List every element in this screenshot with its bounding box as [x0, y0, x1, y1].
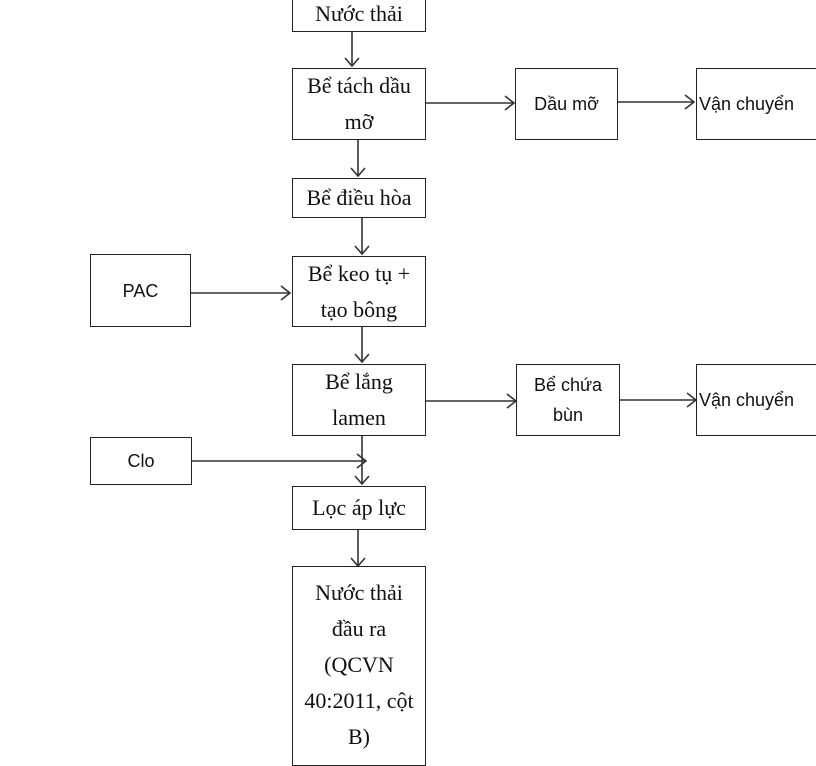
node-clo-label: Clo — [127, 451, 155, 471]
node-pac: PAC — [90, 254, 191, 327]
node-van-chuyen-1: Vận chuyển — [696, 68, 816, 140]
arrow-loc-to-nuoc-thai-dau-ra — [350, 530, 366, 568]
node-dau-mo-label: Dầu mỡ — [534, 94, 599, 114]
arrow-pac-to-be-keo-tu — [190, 285, 292, 301]
node-be-keo-tu-tao-bong: Bể keo tụ + tạo bông — [292, 256, 426, 327]
arrow-dau-mo-to-van-chuyen-1 — [618, 94, 696, 110]
arrow-be-tach-to-be-dieu-hoa — [350, 140, 366, 178]
node-be-chua-bun-label: Bể chứa bùn — [533, 375, 603, 425]
node-be-lang-lamen: Bể lắng lamen — [292, 364, 426, 436]
node-be-chua-bun: Bể chứa bùn — [516, 364, 620, 436]
arrow-be-chua-bun-to-van-chuyen-2 — [620, 392, 698, 408]
node-be-tach-dau-mo-label: Bể tách dầu mỡ — [307, 73, 411, 134]
node-pac-label: PAC — [122, 280, 159, 301]
node-nuoc-thai-label: Nước thải — [315, 1, 403, 26]
arrow-clo-to-line — [192, 453, 368, 469]
arrow-be-tach-to-dau-mo — [426, 95, 516, 111]
node-nuoc-thai: Nước thải — [292, 0, 426, 32]
node-nuoc-thai-dau-ra-label: Nước thải đầu ra (QCVN 40:2011, cột B) — [304, 580, 414, 749]
node-loc-ap-luc-label: Lọc áp lực — [312, 495, 406, 520]
arrow-be-dieu-hoa-to-be-keo-tu — [354, 218, 370, 256]
arrow-nuoc-thai-to-be-tach — [344, 32, 360, 68]
arrow-be-keo-tu-to-be-lang — [354, 326, 370, 364]
node-loc-ap-luc: Lọc áp lực — [292, 486, 426, 530]
node-van-chuyen-1-label: Vận chuyển — [699, 94, 795, 114]
node-be-tach-dau-mo: Bể tách dầu mỡ — [292, 68, 426, 140]
node-van-chuyen-2: Vận chuyển — [696, 364, 816, 436]
node-be-dieu-hoa: Bể điều hòa — [292, 178, 426, 218]
arrow-be-lang-to-be-chua-bun — [426, 393, 518, 409]
node-clo: Clo — [90, 437, 192, 485]
node-be-lang-lamen-label: Bể lắng lamen — [325, 369, 393, 430]
arrow-be-lang-to-loc — [354, 436, 370, 486]
node-dau-mo: Dầu mỡ — [515, 68, 618, 140]
node-van-chuyen-2-label: Vận chuyển — [699, 390, 795, 410]
node-be-keo-tu-tao-bong-label: Bể keo tụ + tạo bông — [307, 260, 411, 322]
node-be-dieu-hoa-label: Bể điều hòa — [306, 185, 412, 210]
node-nuoc-thai-dau-ra: Nước thải đầu ra (QCVN 40:2011, cột B) — [292, 566, 426, 766]
